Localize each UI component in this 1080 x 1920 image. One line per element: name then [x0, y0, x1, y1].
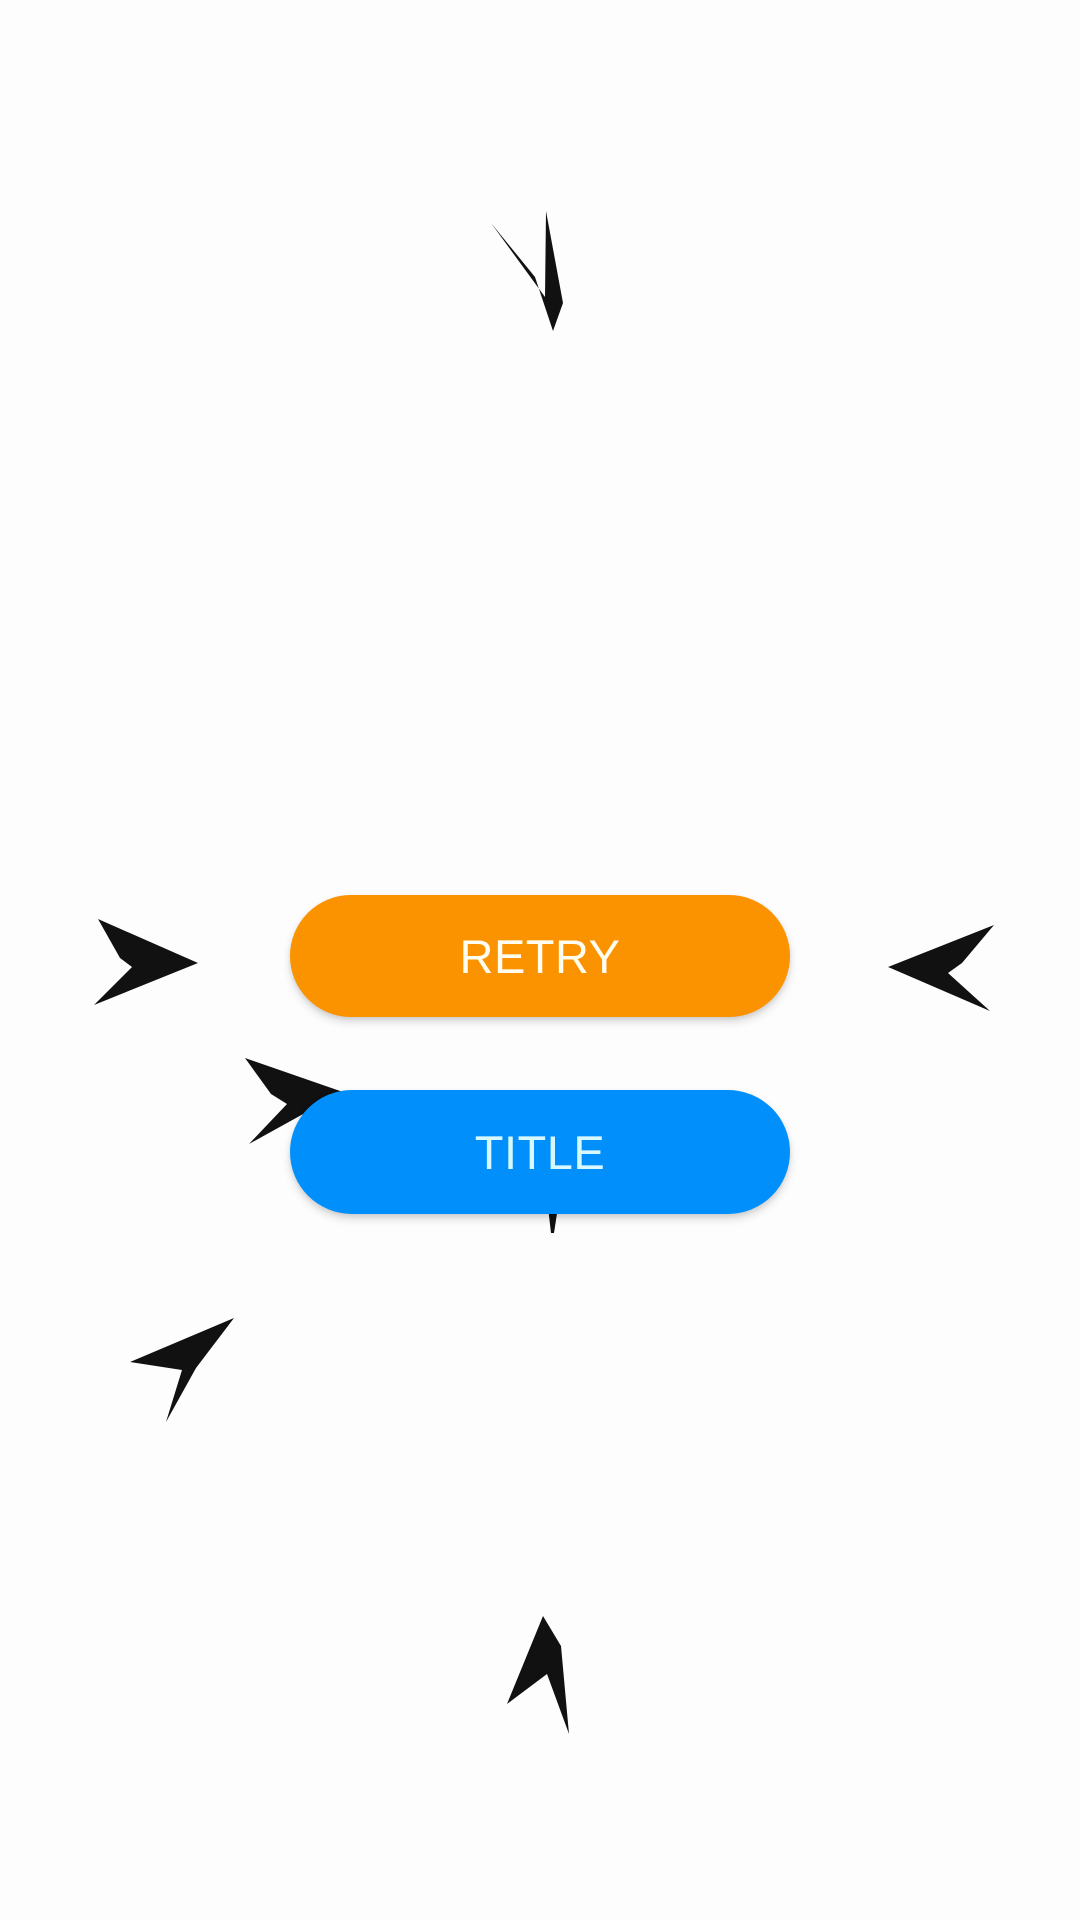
cursor-arrow-down-icon — [483, 205, 603, 335]
retry-button[interactable]: RETRY — [290, 895, 790, 1017]
cursor-arrow-left-icon — [882, 915, 1002, 1023]
cursor-arrow-right-icon — [92, 905, 212, 1015]
cursor-arrow-up-icon — [503, 1612, 613, 1738]
title-button[interactable]: TITLE — [290, 1090, 790, 1214]
cursor-arrow-up-right-icon — [126, 1312, 246, 1430]
